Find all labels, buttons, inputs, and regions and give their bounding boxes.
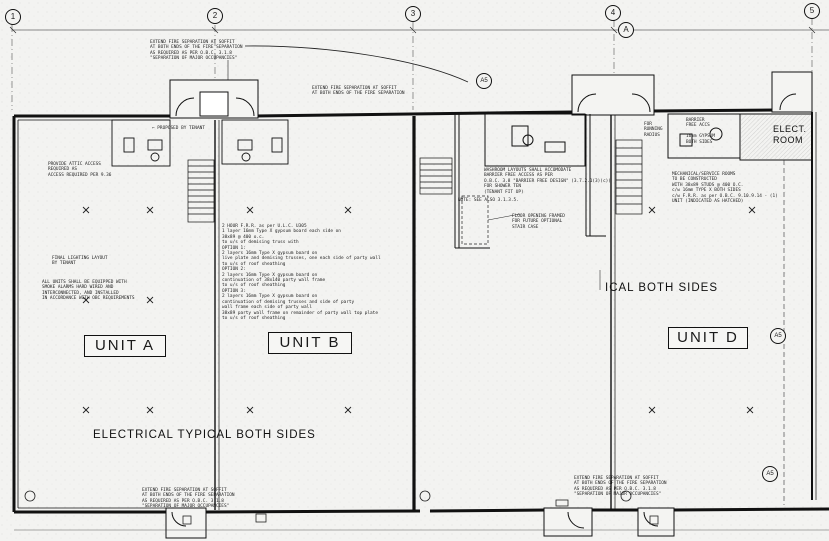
section-mark-right-a5: A5 [770, 328, 786, 344]
grid-marker-4: 4 [605, 5, 621, 21]
note-fire-separation-bottom-right: EXTEND FIRE SEPARATION AT SOFFIT AT BOTH… [574, 476, 667, 498]
grid-marker-2: 2 [207, 8, 223, 24]
note-fire-separation-bottom-left: EXTEND FIRE SEPARATION AT SOFFIT AT BOTH… [142, 488, 235, 510]
grid-marker-5: 5 [804, 3, 820, 19]
section-mark-top-letter: A [618, 22, 634, 38]
note-proposed-by-tenant: ← PROPOSED BY TENANT [152, 126, 205, 131]
note-fire-separation-top-mid: EXTEND FIRE SEPARATION AT SOFFIT AT BOTH… [312, 86, 405, 97]
bottom-wall-symbols [24, 490, 659, 525]
light-fixtures [82, 206, 756, 414]
unit-d-label: UNIT D [668, 327, 748, 349]
grid-marker-3: 3 [405, 6, 421, 22]
grid-marker-1: 1 [5, 9, 21, 25]
top-dimension-line [9, 26, 829, 34]
note-see-also: NOTE: SEE ALSO 3.1.3.5. [458, 198, 519, 203]
washrooms-units-ab [111, 119, 289, 167]
electrical-typical-label-right: ICAL BOTH SIDES [605, 282, 718, 294]
note-party-wall-assembly: 2 HOUR F.R.R. as per U.L.C. U305 1 layer… [222, 224, 381, 321]
note-attic-access: PROVIDE ATTIC ACCESS REQUIRED AS ACCESS … [48, 162, 112, 178]
section-mark-bottom-a5: A5 [762, 466, 778, 482]
note-fire-separation-top-left: EXTEND FIRE SEPARATION AT SOFFIT AT BOTH… [150, 40, 243, 62]
note-final-lighting: FINAL LIGHTING LAYOUT BY TENANT [52, 256, 108, 267]
unit-a-label: UNIT A [84, 335, 166, 357]
electrical-typical-label-left: ELECTRICAL TYPICAL BOTH SIDES [93, 429, 316, 441]
note-mechanical-rooms: MECHANICAL/SERVICE ROOMS TO BE CONSTRUCT… [672, 172, 778, 205]
note-barrier-free: BARRIER FREE ACCS 16mm GYPSUM BOTH SIDES [686, 118, 716, 145]
note-floor-opening: FLOOR OPENING FRAMED FOR FUTURE OPTIONAL… [512, 214, 565, 230]
exterior-walls [12, 108, 829, 514]
unit-cd-partitions [454, 113, 813, 249]
elect-room-label: ELECT. ROOM [773, 124, 807, 145]
note-smoke-alarms: ALL UNITS SHALL BE EQUIPPED WITH SMOKE A… [42, 280, 135, 302]
section-mark-top-a5: A5 [476, 73, 492, 89]
note-running-radius: FOR RUNNING RADIUS [644, 122, 663, 138]
party-walls [214, 113, 616, 511]
entry-vestibules [169, 71, 813, 119]
unit-b-label: UNIT B [268, 332, 352, 354]
rear-vestibules [165, 507, 675, 539]
note-washroom: WASHROOM LAYOUTS SHALL ACCOMODATE BARRIE… [484, 168, 611, 195]
stairs [187, 139, 643, 223]
